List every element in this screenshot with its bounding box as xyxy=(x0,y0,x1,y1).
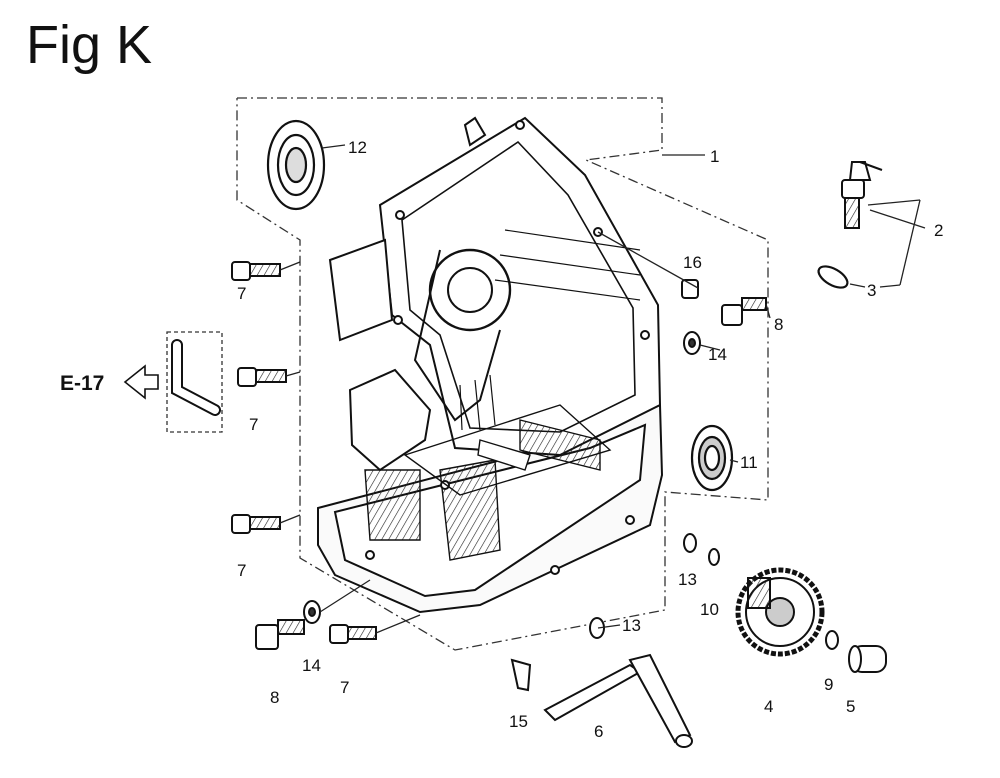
callout-8b: 8 xyxy=(774,315,783,334)
callout-13a: 13 xyxy=(678,570,697,589)
callout-1: 1 xyxy=(710,147,719,166)
oil-seal xyxy=(266,119,326,211)
callout-7a: 7 xyxy=(237,284,246,303)
callout-3: 3 xyxy=(867,281,876,300)
governor-shaft xyxy=(848,645,887,673)
callout-9: 9 xyxy=(824,675,833,694)
callout-7d: 7 xyxy=(340,678,349,697)
callout-12: 12 xyxy=(348,138,367,157)
callout-6: 6 xyxy=(594,722,603,741)
callout-16: 16 xyxy=(683,253,702,272)
callout-13b: 13 xyxy=(622,616,641,635)
callout-15: 15 xyxy=(509,712,528,731)
callout-14b: 14 xyxy=(708,345,727,364)
callout-11: 11 xyxy=(740,453,758,472)
figure-title: Fig K xyxy=(26,15,153,75)
breather-tube xyxy=(166,331,223,433)
callout-8a: 8 xyxy=(270,688,279,707)
governor-arm xyxy=(543,653,693,748)
washer-small xyxy=(589,533,839,650)
washer xyxy=(303,331,701,624)
reference-label: E-17 xyxy=(60,372,105,395)
assembly-boundary xyxy=(236,97,769,651)
callout-10: 10 xyxy=(700,600,719,619)
callout-14a: 14 xyxy=(302,656,321,675)
callout-7b: 7 xyxy=(249,415,258,434)
flange-bolt xyxy=(231,261,377,644)
callout-4: 4 xyxy=(764,697,773,716)
leader-lines xyxy=(279,144,926,634)
oil-level-switch xyxy=(841,161,883,229)
retaining-clip xyxy=(510,658,532,692)
bolt xyxy=(255,297,767,650)
callout-5: 5 xyxy=(846,697,855,716)
crankcase xyxy=(317,116,664,614)
governor-gear xyxy=(735,567,825,657)
callout-7c: 7 xyxy=(237,561,246,580)
reference-arrow xyxy=(123,364,159,400)
ball-bearing xyxy=(690,424,734,492)
dowel-pin xyxy=(681,279,699,299)
callout-2: 2 xyxy=(934,221,943,240)
o-ring xyxy=(817,265,849,289)
